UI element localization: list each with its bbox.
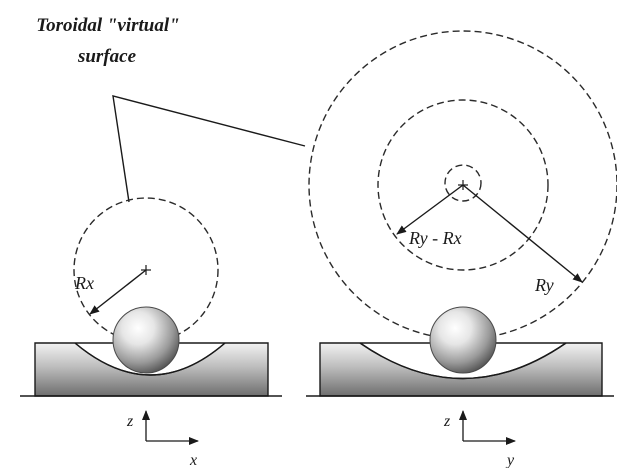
rx-radius-arrow bbox=[89, 269, 147, 315]
ry-label: Ry bbox=[534, 275, 554, 295]
right-view: Ry - Rx Ry z y bbox=[306, 30, 617, 468]
right-ball bbox=[429, 306, 497, 374]
ry-minus-rx-radius-arrow bbox=[396, 184, 464, 235]
left-view: Rx z x bbox=[20, 197, 282, 468]
right-groove-edge bbox=[359, 342, 567, 380]
left-groove-edge bbox=[74, 342, 226, 376]
title-line-1: Toroidal "virtual" bbox=[36, 15, 179, 36]
ry-radius-arrow bbox=[462, 184, 583, 283]
right-z-label: z bbox=[443, 413, 451, 430]
right-y-label: y bbox=[505, 452, 515, 468]
left-ball bbox=[112, 306, 180, 374]
leader-line bbox=[112, 95, 306, 203]
right-inner-virtual-circle bbox=[444, 164, 482, 202]
left-x-label: x bbox=[189, 452, 197, 468]
right-middle-virtual-circle bbox=[377, 99, 549, 271]
title-line-2: surface bbox=[77, 46, 137, 67]
left-z-label: z bbox=[126, 413, 134, 430]
rx-label: Rx bbox=[74, 273, 94, 293]
ry-minus-rx-label: Ry - Rx bbox=[408, 228, 462, 248]
